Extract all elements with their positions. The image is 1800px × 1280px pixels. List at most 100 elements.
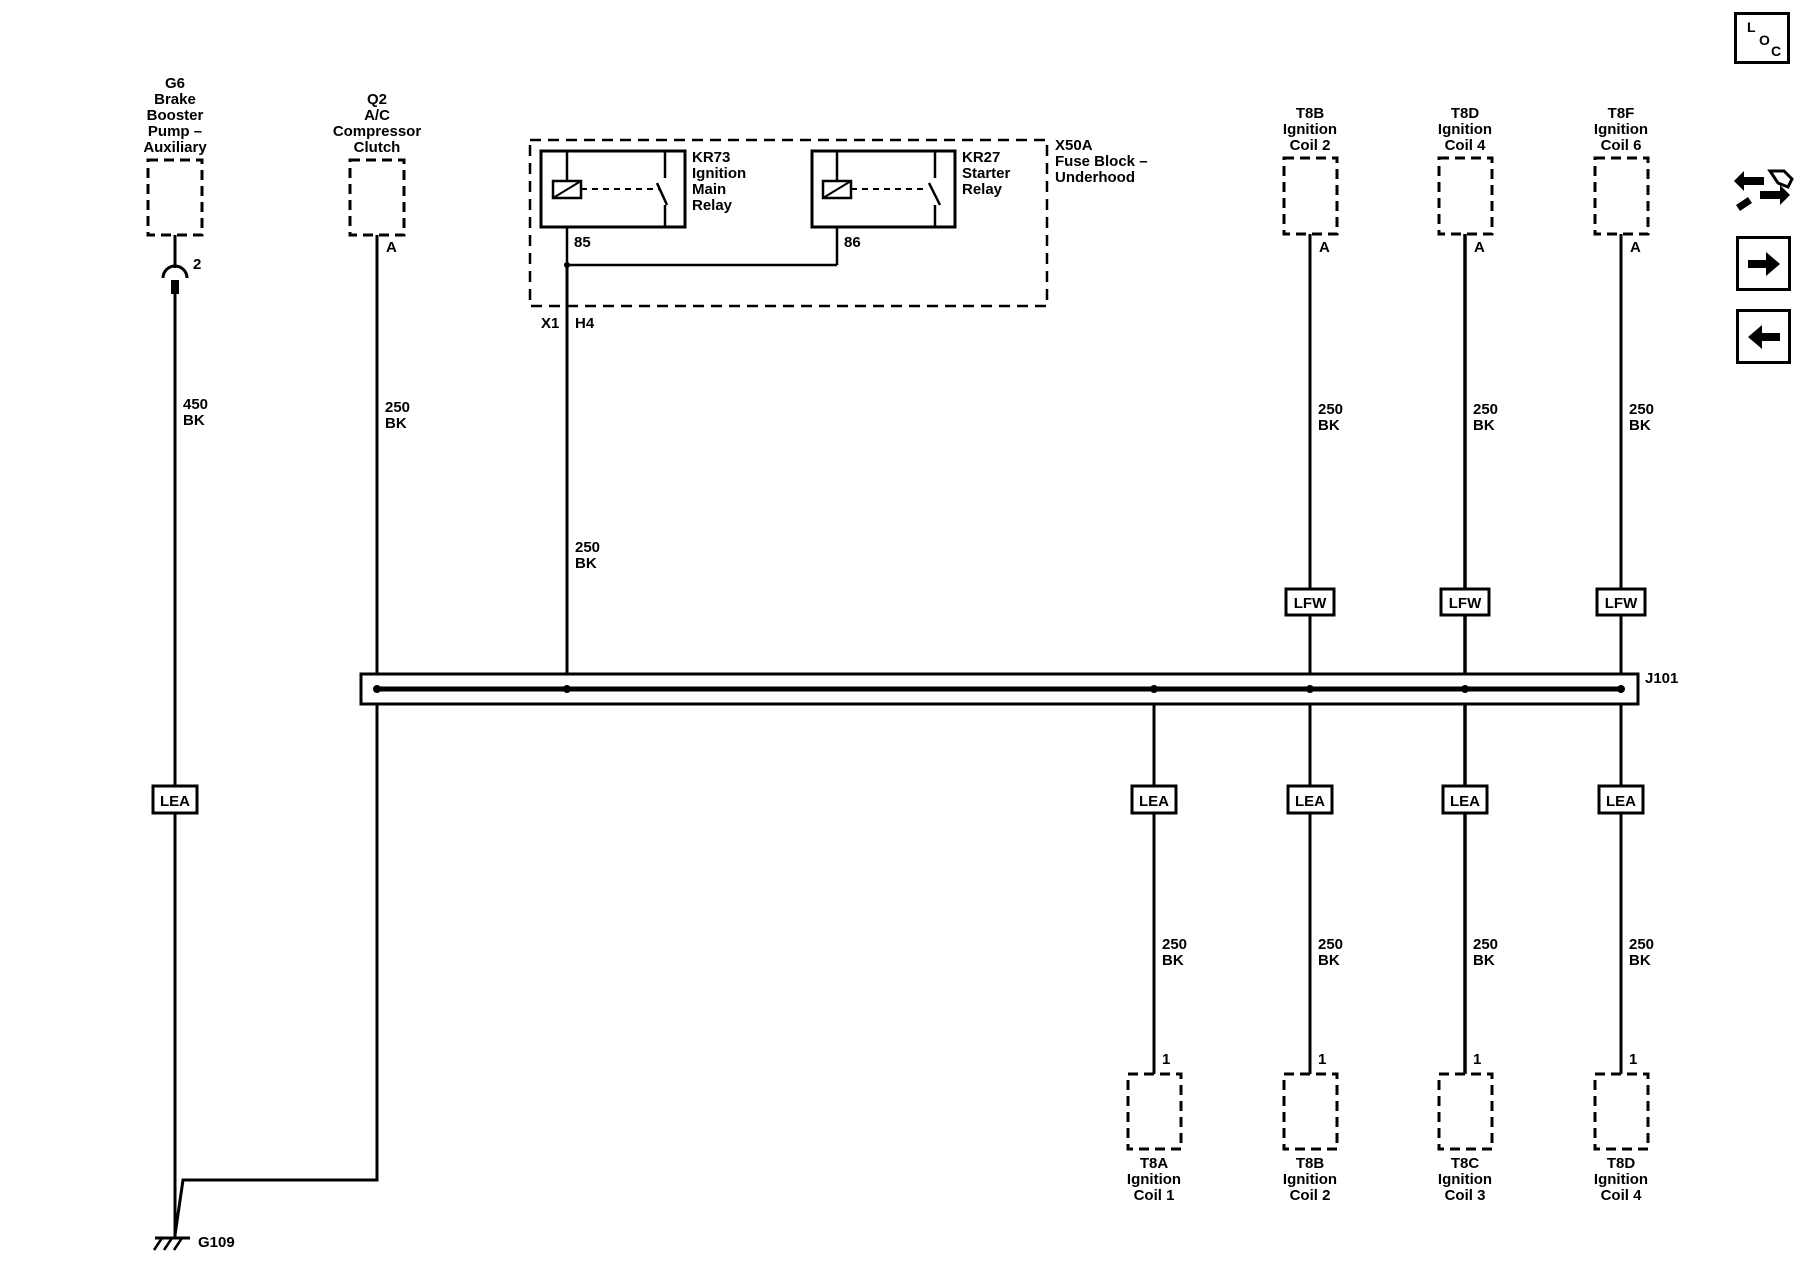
svg-text:X50A: X50A <box>1055 137 1093 154</box>
svg-text:BK: BK <box>1473 417 1495 434</box>
pin-t8b-bot: 1 <box>1318 1051 1326 1068</box>
svg-text:BK: BK <box>1162 952 1184 969</box>
svg-text:Coil 4: Coil 4 <box>1445 137 1486 154</box>
pin-t8b-top: A <box>1319 239 1330 256</box>
svg-text:T8D: T8D <box>1451 105 1480 122</box>
pin-t8a-bot: 1 <box>1162 1051 1170 1068</box>
svg-text:250: 250 <box>1162 936 1187 953</box>
svg-text:J101: J101 <box>1645 670 1678 687</box>
svg-text:Ignition: Ignition <box>1127 1171 1181 1188</box>
component-t8f-top[interactable]: T8F Ignition Coil 6 <box>1593 105 1650 236</box>
svg-text:T8F: T8F <box>1608 105 1635 122</box>
pin-kr27-86: 86 <box>844 234 861 251</box>
svg-text:Coil 4: Coil 4 <box>1601 1187 1642 1204</box>
svg-text:A/C: A/C <box>364 107 390 124</box>
svg-text:Booster: Booster <box>147 107 204 124</box>
svg-text:250: 250 <box>1473 936 1498 953</box>
svg-text:Main: Main <box>692 181 726 198</box>
connector-h4: H4 <box>575 315 595 332</box>
splice-j101[interactable]: J101 <box>359 670 1678 706</box>
svg-text:Coil 3: Coil 3 <box>1445 1187 1486 1204</box>
location-button[interactable]: L O C <box>1734 12 1790 64</box>
arrow-left-icon <box>1747 324 1780 349</box>
svg-text:Ignition: Ignition <box>1594 1171 1648 1188</box>
svg-text:Clutch: Clutch <box>354 139 401 156</box>
svg-text:Q2: Q2 <box>367 91 387 108</box>
component-q2[interactable]: Q2 A/C Compressor Clutch <box>333 91 422 237</box>
svg-text:Pump –: Pump – <box>148 123 202 140</box>
svg-text:Coil 2: Coil 2 <box>1290 1187 1331 1204</box>
svg-text:Relay: Relay <box>692 197 733 214</box>
svg-text:T8A: T8A <box>1140 1155 1169 1172</box>
svg-text:BK: BK <box>1318 952 1340 969</box>
fuse-block-x50a[interactable]: X50A Fuse Block – Underhood <box>528 137 1148 308</box>
svg-text:BK: BK <box>575 555 597 572</box>
inline-label-lfw-3: LFW <box>1595 587 1647 617</box>
svg-text:Ignition: Ignition <box>1283 121 1337 138</box>
svg-text:LEA: LEA <box>1606 793 1636 810</box>
arrow-right-icon <box>1747 251 1780 276</box>
svg-text:T8B: T8B <box>1296 1155 1325 1172</box>
svg-text:LFW: LFW <box>1449 595 1482 612</box>
svg-text:Ignition: Ignition <box>1438 121 1492 138</box>
svg-text:KR27: KR27 <box>962 149 1000 166</box>
svg-text:Compressor: Compressor <box>333 123 422 140</box>
pin-kr73-85: 85 <box>574 234 591 251</box>
svg-text:Ignition: Ignition <box>1438 1171 1492 1188</box>
svg-text:BK: BK <box>1318 417 1340 434</box>
svg-text:250: 250 <box>1629 401 1654 418</box>
svg-text:BK: BK <box>1629 417 1651 434</box>
svg-text:250: 250 <box>575 539 600 556</box>
connector-x1: X1 <box>541 315 559 332</box>
pin-t8d-top: A <box>1474 239 1485 256</box>
next-page-button[interactable] <box>1736 236 1791 291</box>
wire-q2[interactable] <box>173 235 379 1236</box>
svg-text:LEA: LEA <box>1139 793 1169 810</box>
component-g6[interactable]: G6 Brake Booster Pump – Auxiliary <box>143 75 207 237</box>
svg-text:Ignition: Ignition <box>1283 1171 1337 1188</box>
relay-kr73[interactable]: KR73 Ignition Main Relay <box>539 149 746 229</box>
svg-text:BK: BK <box>1473 952 1495 969</box>
component-t8c-bot[interactable]: T8C Ignition Coil 3 <box>1437 1072 1494 1204</box>
component-t8b-bot[interactable]: T8B Ignition Coil 2 <box>1282 1072 1339 1204</box>
inline-label-lea-t8c: LEA <box>1441 784 1489 815</box>
relay-kr27[interactable]: KR27 Starter Relay <box>810 149 1011 229</box>
tools-icon[interactable] <box>1730 165 1794 215</box>
inline-label-lea-t8b: LEA <box>1286 784 1334 815</box>
svg-text:T8B: T8B <box>1296 105 1325 122</box>
pin-g6: 2 <box>193 256 201 273</box>
component-t8a-bot[interactable]: T8A Ignition Coil 1 <box>1126 1072 1183 1204</box>
component-t8b-top[interactable]: T8B Ignition Coil 2 <box>1282 105 1339 236</box>
svg-text:G6: G6 <box>165 75 185 92</box>
svg-text:250: 250 <box>1318 401 1343 418</box>
svg-text:Ignition: Ignition <box>1594 121 1648 138</box>
previous-page-button[interactable] <box>1736 309 1791 364</box>
svg-text:Coil 1: Coil 1 <box>1134 1187 1175 1204</box>
svg-text:450: 450 <box>183 396 208 413</box>
pin-t8f-top: A <box>1630 239 1641 256</box>
svg-text:250: 250 <box>1629 936 1654 953</box>
svg-text:LEA: LEA <box>1450 793 1480 810</box>
inline-label-lfw-2: LFW <box>1439 587 1491 617</box>
svg-text:Relay: Relay <box>962 181 1003 198</box>
svg-text:G109: G109 <box>198 1234 235 1251</box>
svg-text:KR73: KR73 <box>692 149 730 166</box>
svg-text:LEA: LEA <box>160 793 190 810</box>
connector-symbol <box>161 264 189 279</box>
pin-t8d-bot: 1 <box>1629 1051 1637 1068</box>
pin-q2: A <box>386 239 397 256</box>
component-t8d-top[interactable]: T8D Ignition Coil 4 <box>1437 105 1494 236</box>
svg-text:BK: BK <box>385 415 407 432</box>
inline-label-lea-g6: LEA <box>151 784 199 815</box>
svg-text:250: 250 <box>1473 401 1498 418</box>
inline-label-lea-t8a: LEA <box>1130 784 1178 815</box>
inline-label-lea-t8d: LEA <box>1597 784 1645 815</box>
svg-text:Fuse Block –: Fuse Block – <box>1055 153 1148 170</box>
svg-text:Coil 6: Coil 6 <box>1601 137 1642 154</box>
svg-text:LFW: LFW <box>1605 595 1638 612</box>
component-t8d-bot[interactable]: T8D Ignition Coil 4 <box>1593 1072 1650 1204</box>
ground-g109[interactable]: G109 <box>152 1234 235 1251</box>
svg-text:Auxiliary: Auxiliary <box>143 139 207 156</box>
pin-t8c-bot: 1 <box>1473 1051 1481 1068</box>
